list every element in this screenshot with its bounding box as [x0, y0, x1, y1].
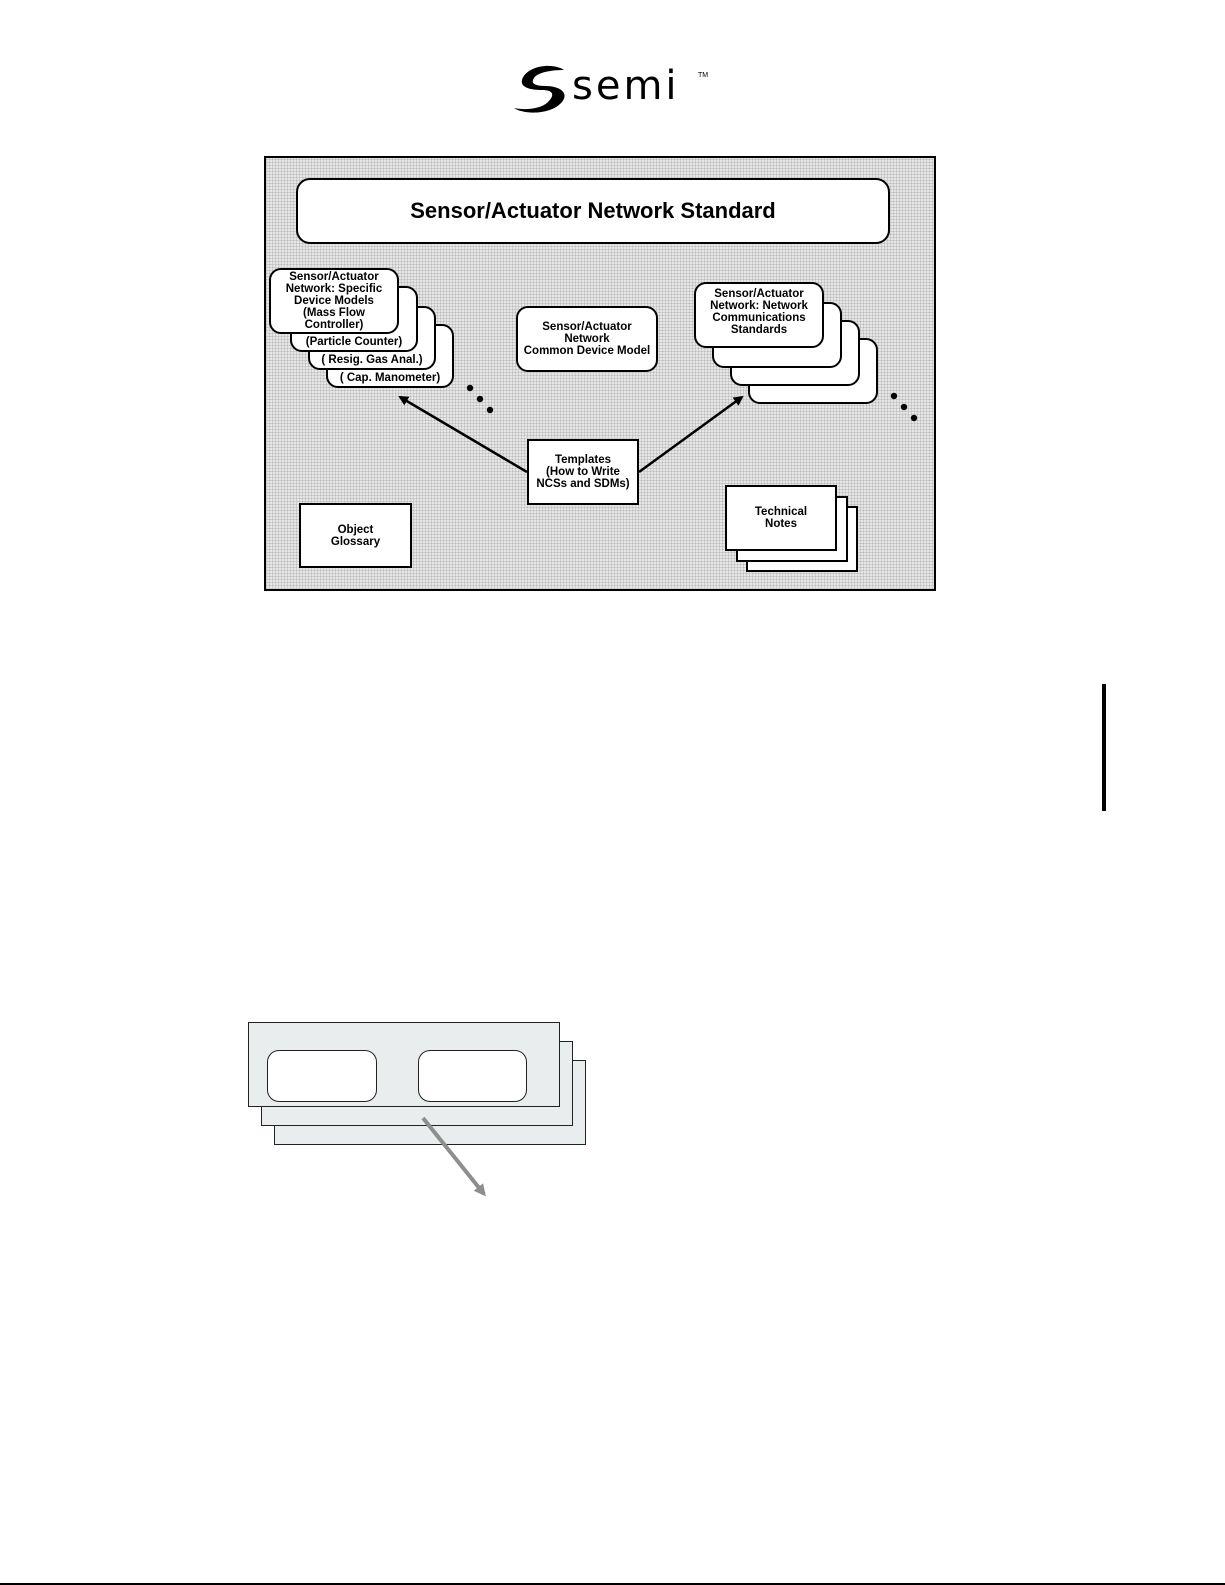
semi-logo: semi TM: [512, 62, 712, 116]
common-device-model-label: Sensor/Actuator Network Common Device Mo…: [523, 321, 651, 357]
standard-title-box: Sensor/Actuator Network Standard: [296, 178, 890, 244]
object-glossary-label: Object Glossary: [330, 523, 381, 548]
object-glossary-box: Object Glossary: [299, 503, 412, 568]
arrow-to-device-models: [398, 395, 528, 474]
sdm-card-mass-flow-label: Sensor/Actuator Network: Specific Device…: [285, 271, 383, 331]
sdm-ellipsis-dots: [466, 384, 494, 414]
templates-box: Templates (How to Write NCSs and SDMs): [527, 439, 639, 505]
standard-title: Sensor/Actuator Network Standard: [410, 198, 776, 223]
templates-label: Templates (How to Write NCSs and SDMs): [536, 454, 630, 490]
sdm-card-particle-counter-label: (Particle Counter): [305, 336, 403, 348]
common-device-model-box: Sensor/Actuator Network Common Device Mo…: [516, 306, 658, 372]
arrow-to-network-standards: [638, 395, 744, 474]
sheet-slot-left: [267, 1050, 377, 1102]
network-standard-diagram: Sensor/Actuator Network Standard ( Cap. …: [264, 156, 936, 591]
revision-change-bar: [1102, 684, 1106, 811]
sdm-card-mass-flow: Sensor/Actuator Network: Specific Device…: [269, 268, 399, 334]
logo-trademark: TM: [698, 72, 709, 79]
stacked-sheets-figure: [248, 1022, 588, 1202]
ncs-ellipsis-dots: [890, 392, 918, 422]
sheet-slot-right: [418, 1050, 527, 1102]
ncs-card-front: Sensor/Actuator Network: Network Communi…: [694, 282, 824, 348]
technical-notes-label: Technical Notes: [754, 506, 808, 530]
semi-swoosh-icon: [514, 65, 565, 113]
stacked-sheet-front: [248, 1022, 560, 1107]
sdm-card-cap-manometer-label: ( Cap. Manometer): [339, 372, 441, 384]
technical-notes-card-front: Technical Notes: [725, 485, 837, 551]
logo-wordmark: semi: [572, 63, 680, 109]
page-footer-rule: [0, 1583, 1225, 1585]
ncs-card-front-label: Sensor/Actuator Network: Network Communi…: [710, 288, 808, 336]
sdm-card-resig-gas-anal-label: ( Resig. Gas Anal.): [321, 354, 423, 366]
